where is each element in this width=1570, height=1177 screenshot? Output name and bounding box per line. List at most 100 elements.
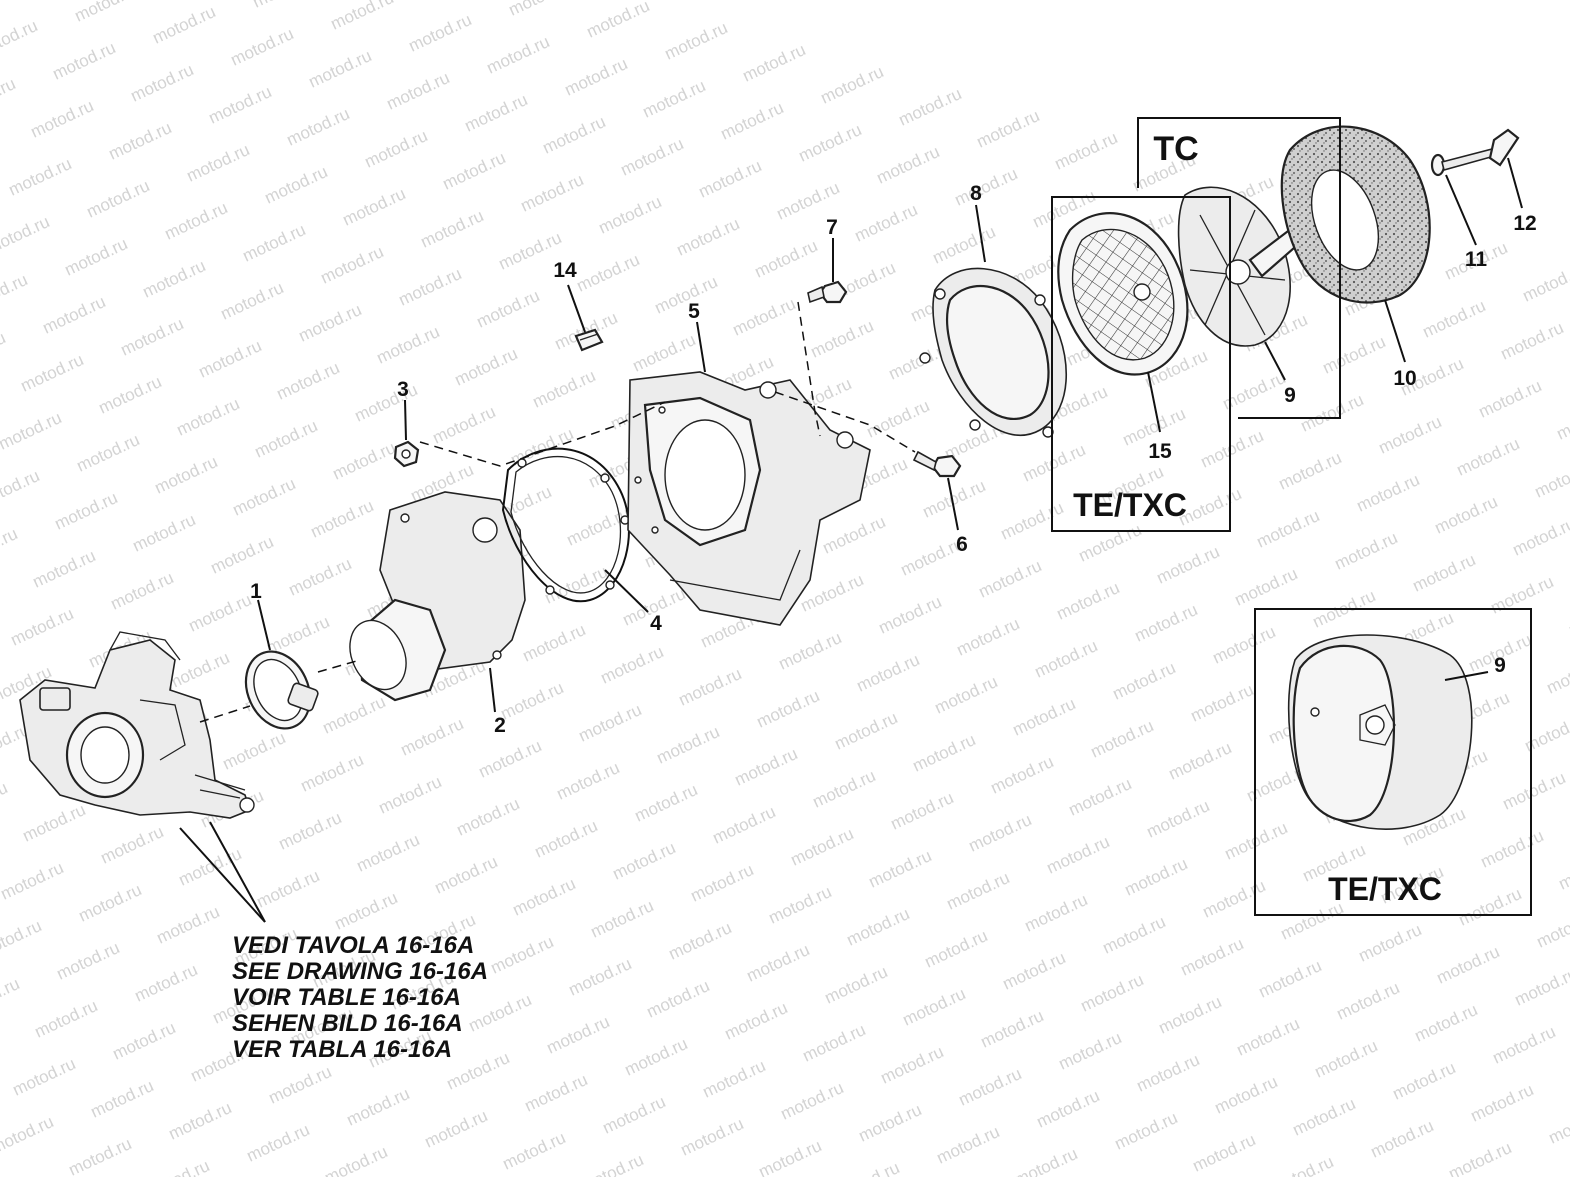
watermark-text: motod.ru [1490,1022,1559,1068]
watermark-text: motod.ru [834,1158,903,1177]
watermark-text: motod.ru [788,824,857,870]
watermark-text: motod.ru [374,322,443,368]
watermark-text: motod.ru [1166,738,1235,784]
watermark-text: motod.ru [284,104,353,150]
watermark-text: motod.ru [8,604,77,650]
clamp-ring-drawing [244,650,319,730]
watermark-text: motod.ru [1156,992,1225,1038]
watermark-text: motod.ru [208,532,277,578]
watermark-text: motod.ru [72,0,141,26]
watermark-text: motod.ru [1476,376,1545,422]
watermark-text: motod.ru [362,126,431,172]
watermark-text: motod.ru [810,766,879,812]
watermark-text: motod.ru [640,76,709,122]
watermark-text: motod.ru [566,954,635,1000]
watermark-text: motod.ru [676,664,745,710]
watermark-text: motod.ru [1500,768,1569,814]
watermark-text: motod.ru [110,1018,179,1064]
watermark-text: motod.ru [1032,636,1101,682]
watermark-text: motod.ru [1556,848,1570,894]
watermark-text: motod.ru [864,396,933,442]
watermark-text: motod.ru [174,394,243,440]
watermark-text: motod.ru [1212,1072,1281,1118]
watermark-text: motod.ru [854,650,923,696]
watermark-text: motod.ru [752,236,821,282]
watermark-text: motod.ru [644,976,713,1022]
foam-filter-drawing [1280,125,1431,304]
watermark-text: motod.ru [1478,826,1547,872]
part-label-10: 10 [1393,367,1416,390]
watermark-text: motod.ru [384,68,453,114]
watermark-text: motod.ru [934,1122,1003,1168]
watermark-text: motod.ru [900,984,969,1030]
watermark-text: motod.ru [144,1156,213,1177]
watermark-text: motod.ru [132,960,201,1006]
watermark-text: motod.ru [1468,1080,1537,1126]
watermark-text: motod.ru [84,176,153,222]
watermark-text: motod.ru [1368,1116,1437,1162]
watermark-text: motod.ru [1010,694,1079,740]
watermark-text: motod.ru [766,882,835,928]
part-label-12: 12 [1513,212,1536,235]
watermark-text: motod.ru [452,344,521,390]
watermark-text: motod.ru [1546,1102,1570,1148]
watermark-text: motod.ru [1054,578,1123,624]
watermark-text: motod.ru [128,60,197,106]
watermark-text: motod.ru [1334,978,1403,1024]
watermark-text: motod.ru [1056,1028,1125,1074]
part-label-4: 4 [650,612,662,635]
watermark-text: motod.ru [740,40,809,86]
watermark-text: motod.ru [554,758,623,804]
watermark-text: motod.ru [308,496,377,542]
watermark-text: motod.ru [186,590,255,636]
watermark-text: motod.ru [1390,1058,1459,1104]
watermark-text: motod.ru [230,474,299,520]
watermark-text: motod.ru [1510,514,1570,560]
watermark-text: motod.ru [966,810,1035,856]
watermark-text: motod.ru [1020,440,1089,486]
watermark-text: motod.ru [930,222,999,268]
watermark-text: motod.ru [1022,890,1091,936]
watermark-text: motod.ru [1112,1108,1181,1154]
watermark-text: motod.ru [1256,956,1325,1002]
watermark-text: motod.ru [140,256,209,302]
watermark-text: motod.ru [732,744,801,790]
watermark-text: motod.ru [618,134,687,180]
watermark-text: motod.ru [1520,260,1570,306]
watermark-text: motod.ru [318,242,387,288]
watermark-text: motod.ru [662,18,731,64]
watermark-text: motod.ru [352,380,421,426]
watermark-text: motod.ru [220,728,289,774]
watermark-text: motod.ru [218,278,287,324]
watermark-text: motod.ru [544,1012,613,1058]
watermark-text: motod.ru [0,916,44,962]
watermark-text: motod.ru [1356,920,1425,966]
reference-line-de: SEHEN BILD 16-16A [232,1010,463,1037]
watermark-text: motod.ru [0,524,20,570]
part-label-6: 6 [956,533,968,556]
watermark-text: motod.ru [88,1076,157,1122]
watermark-text: motod.ru [876,592,945,638]
te-txc-upper-frame [1051,196,1231,532]
watermark-text: motod.ru [0,74,18,120]
watermark-text: motod.ru [196,336,265,382]
watermark-text: motod.ru [1012,1144,1081,1177]
watermark-text: motod.ru [266,1062,335,1108]
watermark-text: motod.ru [1332,528,1401,574]
te-txc-lower-frame [1254,608,1532,916]
watermark-text: motod.ru [50,38,119,84]
watermark-text: motod.ru [1088,716,1157,762]
watermark-text: motod.ru [118,314,187,360]
watermark-text: motod.ru [6,154,75,200]
watermark-text: motod.ru [286,554,355,600]
watermark-text: motod.ru [820,512,889,558]
watermark-text: motod.ru [474,286,543,332]
watermark-text: motod.ru [1420,296,1489,342]
watermark-text: motod.ru [1110,658,1179,704]
watermark-text: motod.ru [952,164,1021,210]
watermark-text: motod.ru [106,118,175,164]
variant-te-txc-lower-label: TE/TXC [1328,871,1442,907]
watermark-text: motod.ru [576,700,645,746]
watermark-text: motod.ru [244,1120,313,1166]
watermark-text: motod.ru [878,1042,947,1088]
